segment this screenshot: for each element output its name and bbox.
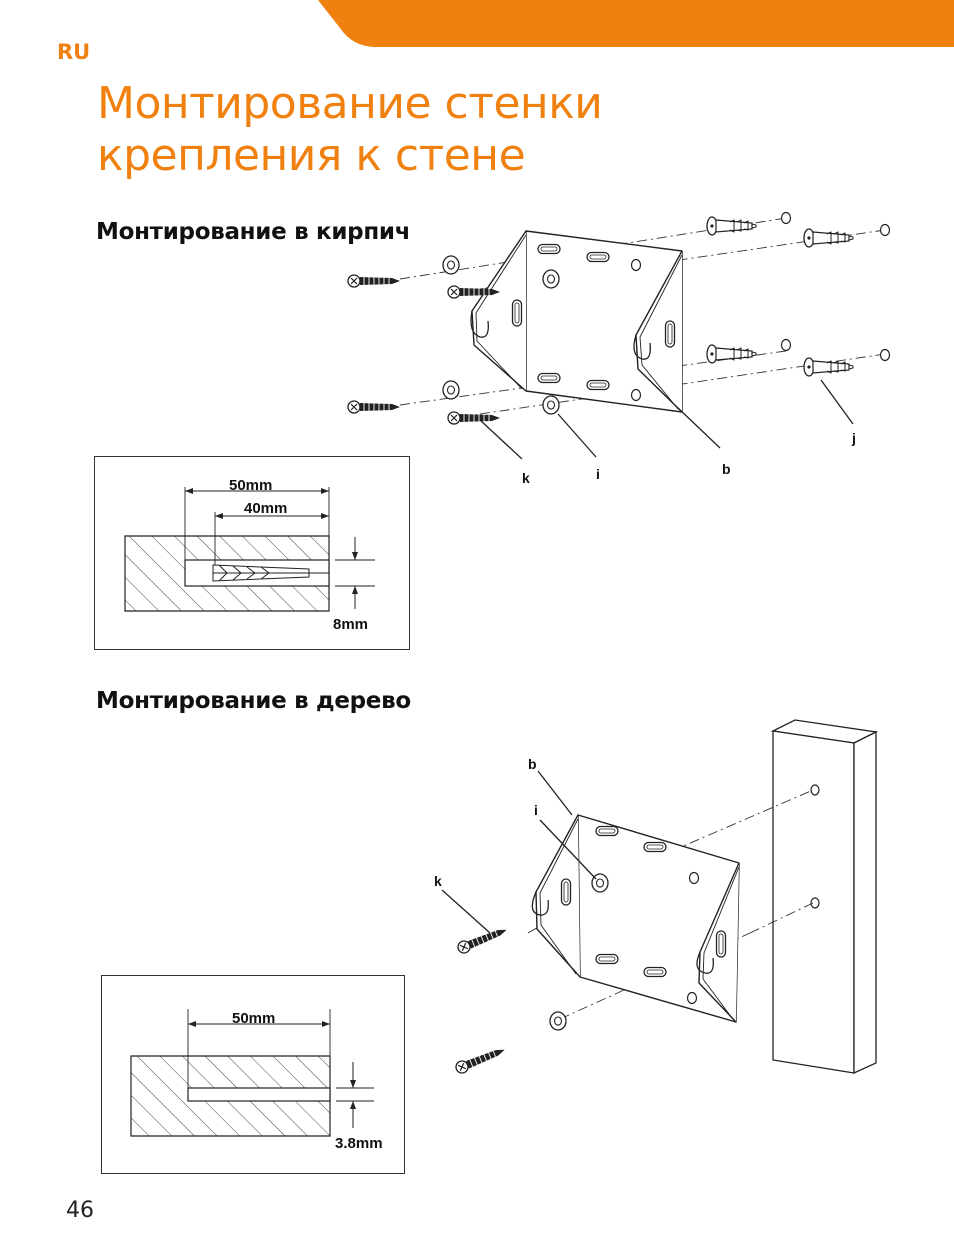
page-title-line-1: Монтирование стенки — [97, 78, 603, 129]
language-code: RU — [57, 40, 91, 64]
brick-label-j: j — [851, 430, 856, 446]
brick-drill-detail-drawing: 50mm 40mm 8mm — [124, 477, 375, 633]
page-title-line-2: крепления к стене — [97, 130, 526, 181]
wood-label-i: i — [534, 802, 538, 818]
brick-label-b: b — [722, 461, 731, 477]
wood-label-b: b — [528, 756, 537, 772]
wood-drill-detail: 50mm 3.8mm — [101, 975, 405, 1174]
wood-dim-50mm: 50mm — [232, 1010, 275, 1027]
wood-dim-3-8mm: 3.8mm — [335, 1135, 383, 1152]
wood-drill-detail-drawing: 50mm 3.8mm — [130, 1009, 383, 1152]
page-title: Монтирование стенки крепления к стене — [97, 78, 603, 182]
brick-section-heading: Монтирование в кирпич — [96, 219, 411, 245]
wood-mounting-diagram: b i k — [434, 719, 879, 1076]
brick-mounting-diagram: k i b j — [347, 211, 891, 486]
brick-drill-detail: 50mm 40mm 8mm — [94, 456, 410, 650]
brick-dim-50mm: 50mm — [229, 477, 272, 494]
wood-section-heading: Монтирование в дерево — [96, 688, 411, 714]
brick-label-k: k — [522, 470, 530, 486]
page-number: 46 — [66, 1198, 94, 1223]
header-band — [318, 0, 954, 47]
brick-dim-40mm: 40mm — [244, 500, 287, 517]
brick-dim-8mm: 8mm — [333, 616, 368, 633]
wood-label-k: k — [434, 873, 442, 889]
brick-label-i: i — [596, 466, 600, 482]
